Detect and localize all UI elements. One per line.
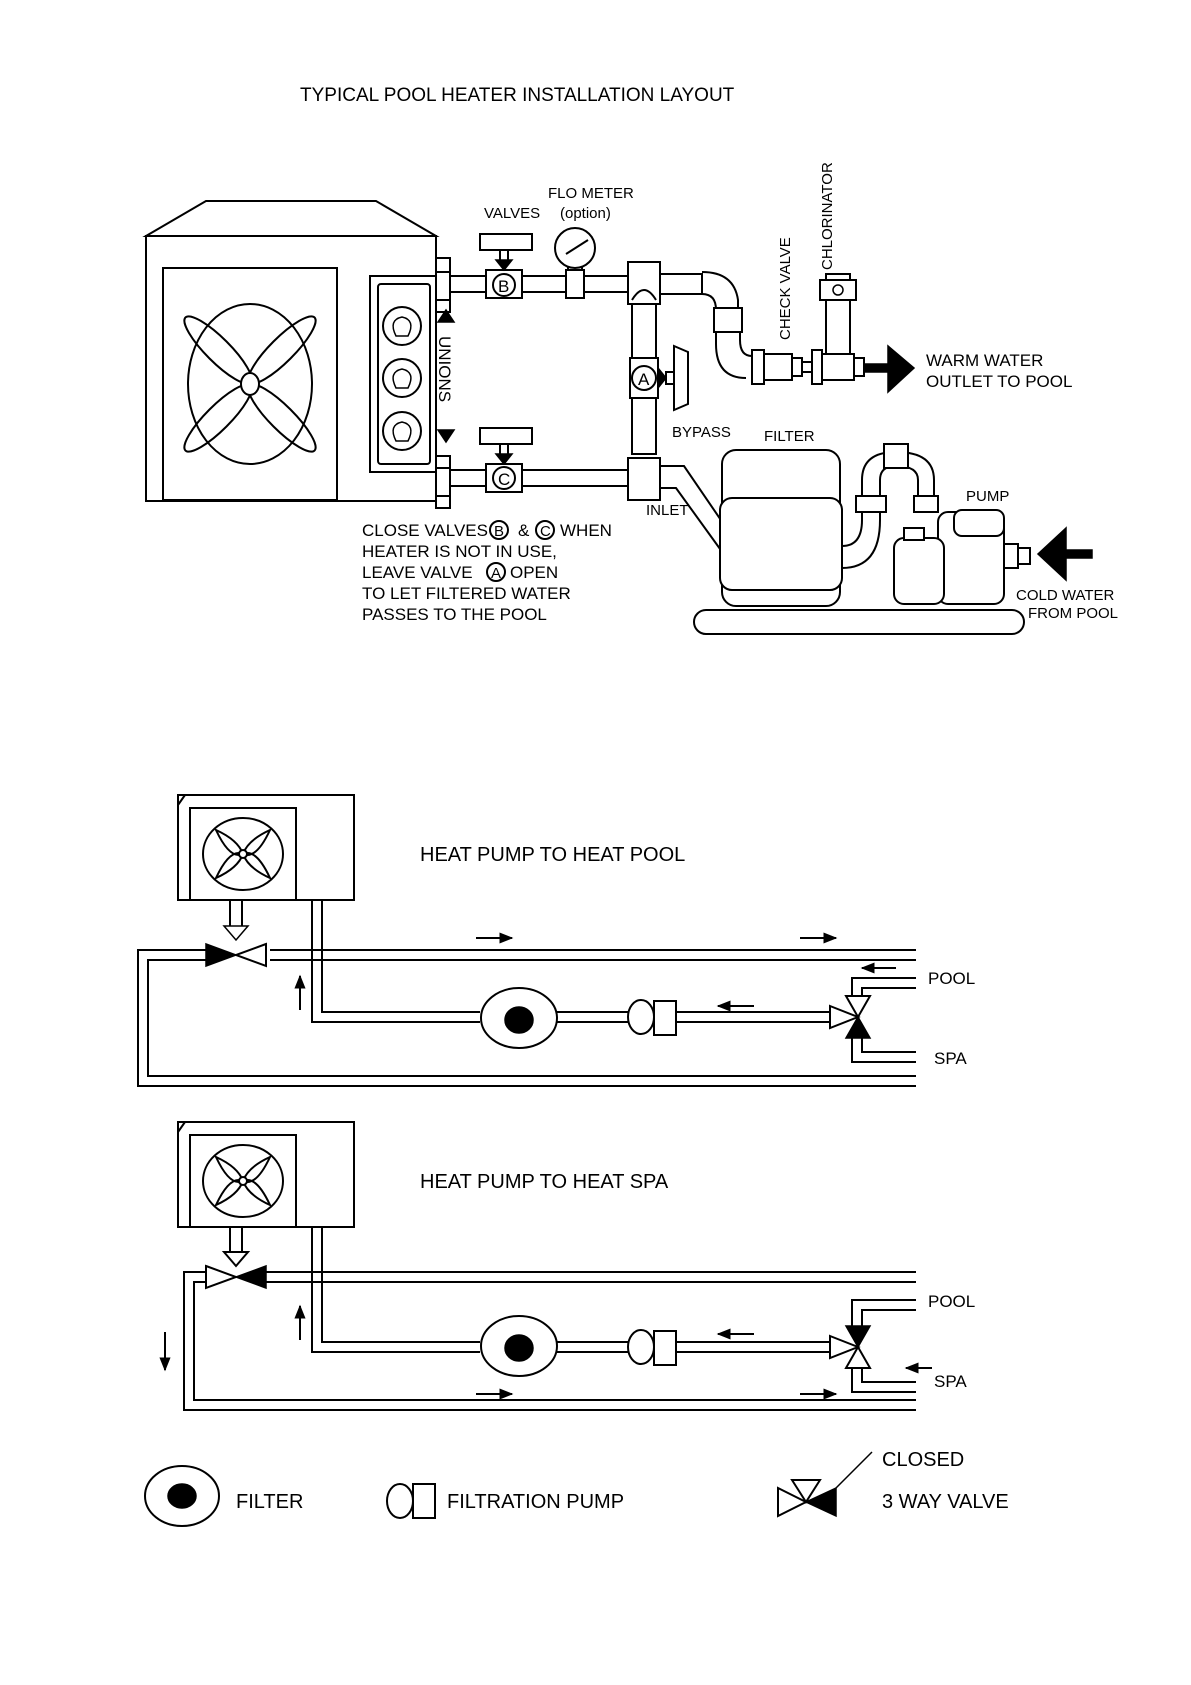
valves-label: VALVES	[484, 205, 540, 222]
check-valve-label: CHECK VALVE	[777, 237, 794, 340]
note-valve-b: B	[494, 523, 504, 540]
note-line4: TO LET FILTERED WATER	[362, 584, 571, 603]
note-line3-b: OPEN	[510, 563, 558, 582]
arrow-down-icon	[436, 429, 456, 444]
filtration-pump-icon	[627, 999, 677, 1036]
inlet-label: INLET	[646, 502, 689, 519]
pool-label: POOL	[928, 969, 975, 988]
three-way-valve-icon	[205, 1264, 267, 1290]
heat-pump-unit-small	[177, 794, 355, 901]
three-way-valve-icon	[829, 995, 872, 1039]
heat-pool-title: HEAT PUMP TO HEAT POOL	[420, 844, 685, 866]
valve-c-letter: C	[498, 470, 510, 489]
legend-closed-label: CLOSED	[882, 1449, 964, 1471]
note-line2: HEATER IS NOT IN USE,	[362, 542, 557, 561]
valve-c-handle	[479, 427, 533, 445]
pool-label: POOL	[928, 1292, 975, 1311]
flo-meter-option-label: (option)	[560, 205, 611, 222]
cold-water-label-line2: FROM POOL	[1028, 605, 1118, 622]
valve-b-letter: B	[498, 277, 509, 296]
note-line3-a: LEAVE VALVE	[362, 563, 473, 582]
cold-water-inlet-arrow	[1036, 526, 1093, 582]
pump-label: PUMP	[966, 488, 1009, 505]
legend: FILTER FILTRATION PUMP CLOSED 3 WAY VALV…	[144, 1449, 1009, 1527]
chlorinator-label: CHLORINATOR	[819, 162, 836, 270]
unions-label: UNIONS	[435, 336, 454, 402]
flo-meter-label: FLO METER	[548, 185, 634, 202]
note-line5: PASSES TO THE POOL	[362, 605, 547, 624]
heat-spa-title: HEAT PUMP TO HEAT SPA	[420, 1171, 669, 1193]
note-line1-b: &	[518, 521, 530, 540]
chlorinator	[801, 273, 865, 385]
bypass-valve-handle	[673, 344, 689, 412]
arrow-up-icon	[436, 308, 456, 323]
legend-filtration-pump-label: FILTRATION PUMP	[447, 1491, 624, 1513]
filter-tank: FILTER	[693, 428, 1025, 635]
note-valve-a: A	[491, 565, 501, 582]
heat-pool-diagram: HEAT PUMP TO HEAT POOL	[137, 794, 975, 1087]
top-installation-layout: TYPICAL POOL HEATER INSTALLATION LAYOUT	[142, 85, 1118, 635]
fan-icon	[202, 817, 284, 891]
filtration-pump-icon	[627, 1329, 677, 1366]
spa-label: SPA	[934, 1372, 967, 1391]
valve-a-letter: A	[638, 370, 650, 389]
note-line1-a: CLOSE VALVES	[362, 521, 488, 540]
outlet-pipe	[449, 275, 487, 293]
three-way-valve-icon	[777, 1479, 837, 1518]
heat-pump-unit	[142, 200, 451, 509]
heat-spa-diagram: HEAT PUMP TO HEAT SPA POOL SPA	[159, 1121, 975, 1411]
legend-filter-label: FILTER	[236, 1491, 303, 1513]
valve-b-handle	[479, 233, 533, 251]
spa-label: SPA	[934, 1049, 967, 1068]
warm-water-outlet-arrow	[863, 344, 916, 394]
bypass-label: BYPASS	[672, 424, 731, 441]
three-way-valve-icon	[205, 942, 267, 968]
fan-icon	[202, 1144, 284, 1218]
top-diagram-title: TYPICAL POOL HEATER INSTALLATION LAYOUT	[300, 85, 735, 106]
filter-label: FILTER	[764, 428, 815, 445]
cold-water-label-line1: COLD WATER	[1016, 587, 1115, 604]
fan-icon	[183, 303, 317, 465]
note-line1-c: WHEN	[560, 521, 612, 540]
filtration-pump-icon	[386, 1483, 436, 1519]
three-way-valve-icon	[829, 1325, 872, 1369]
usage-note: CLOSE VALVES B & C WHEN HEATER IS NOT IN…	[362, 520, 612, 624]
note-valve-c: C	[540, 523, 551, 540]
union-loop-icon	[382, 306, 422, 451]
legend-three-way-valve-label: 3 WAY VALVE	[882, 1491, 1009, 1513]
unions-label-group: UNIONS	[435, 308, 456, 444]
warm-water-label-line2: OUTLET TO POOL	[926, 372, 1072, 391]
heat-pump-unit-small	[177, 1121, 355, 1228]
bypass-line: A	[629, 289, 689, 469]
check-valve	[751, 349, 803, 385]
warm-water-label-line1: WARM WATER	[926, 351, 1043, 370]
pump: PUMP	[893, 488, 1031, 605]
